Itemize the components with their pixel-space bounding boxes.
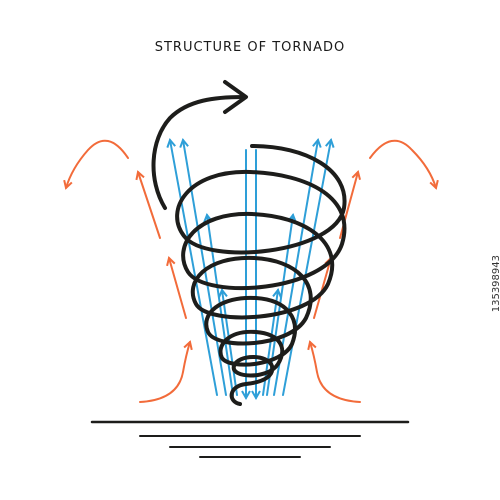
inflow-left-mid-arrow-1 <box>166 256 187 319</box>
spiral-top-arrowhead <box>223 80 248 114</box>
outflow-left-arrow <box>63 139 129 190</box>
ground-lines <box>90 420 410 458</box>
stock-id: 135398943 <box>490 255 500 313</box>
inflow-arrows <box>63 139 439 403</box>
outflow-right-arrow <box>369 139 439 190</box>
diagram-title: STRUCTURE OF TORNADO <box>154 40 346 55</box>
inflow-right-mid-arrow-1 <box>313 256 334 319</box>
spiral-top-arrow <box>151 95 245 210</box>
inflow-left-mid-arrow-2 <box>135 170 161 239</box>
updraft-arrows <box>166 138 335 401</box>
inflow-left-bottom-arrow <box>139 340 193 403</box>
inflow-right-bottom-arrow <box>307 340 361 403</box>
updraft-right-outer <box>282 138 335 396</box>
updraft-left-outer <box>166 138 218 396</box>
vortex-spiral <box>151 80 347 406</box>
